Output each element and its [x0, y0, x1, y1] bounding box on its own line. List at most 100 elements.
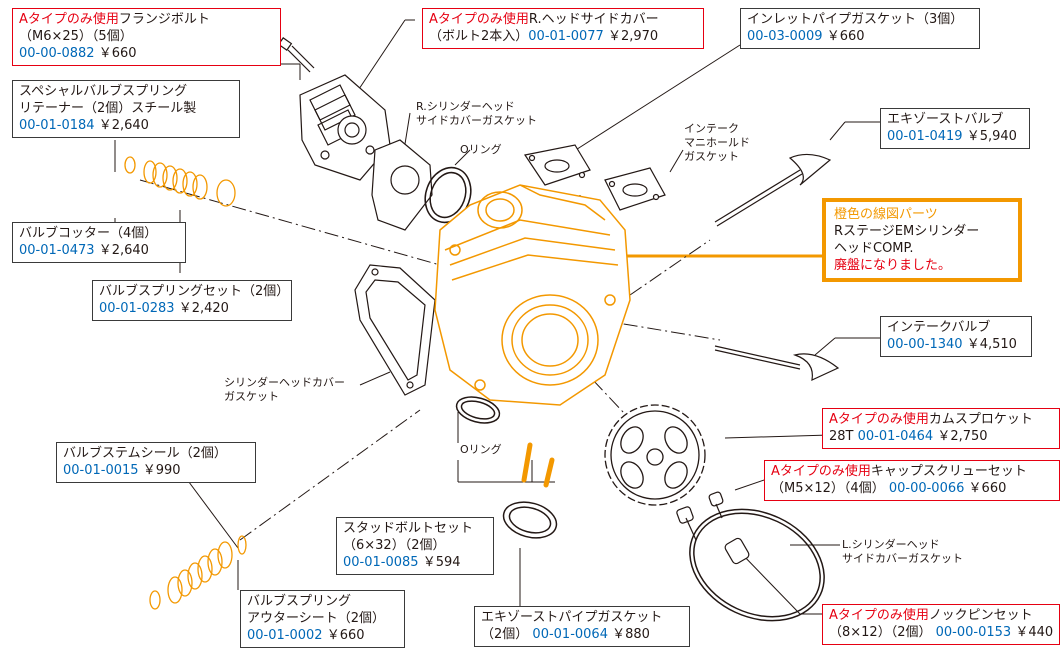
callout-outer-seat: バルブスプリング アウターシート（2個） 00-01-0002 ￥660	[240, 590, 405, 648]
part-name: キャップスクリューセット	[870, 464, 1027, 479]
r-side-cover	[299, 74, 391, 181]
o-ring-bottom	[455, 396, 501, 424]
l-side-cover-gasket	[689, 508, 825, 622]
part-price: ￥2,640	[98, 243, 149, 258]
part-spec: （M5×12）（4個）	[771, 481, 885, 496]
label-line: マニホールド	[684, 136, 750, 149]
a-type-tag: Aタイプのみ使用	[829, 412, 929, 427]
label-l-gasket: L.シリンダーヘッド サイドカバーガスケット	[842, 538, 963, 566]
label-line: Oリング	[460, 443, 502, 456]
knock-pin	[724, 537, 750, 565]
intake-valve	[714, 345, 840, 382]
callout-stud-bolt: スタッドボルトセット （6×32）（2個） 00-01-0085 ￥594	[336, 517, 494, 575]
a-type-tag: Aタイプのみ使用	[829, 608, 929, 623]
callout-cap-screw: Aタイプのみ使用キャップスクリューセット （M5×12）（4個） 00-00-0…	[764, 460, 1060, 501]
label-line: シリンダーヘッドカバー	[224, 376, 345, 389]
label-line: Oリング	[460, 143, 502, 156]
part-code: 00-00-0153	[935, 625, 1012, 640]
label-line: ガスケット	[684, 150, 739, 163]
cam-sprocket	[604, 404, 706, 506]
part-price: ￥5,940	[966, 129, 1017, 144]
label-line: L.シリンダーヘッド	[842, 538, 940, 551]
part-code: 00-01-0077	[528, 29, 604, 44]
part-name: スペシャルバルブスプリング	[19, 84, 188, 99]
part-price: ￥2,970	[607, 29, 659, 44]
part-price: ￥660	[326, 628, 365, 643]
callout-spring-set: バルブスプリングセット（2個） 00-01-0283 ￥2,420	[92, 280, 292, 321]
exhaust-valve	[714, 153, 832, 227]
part-name: インテークバルブ	[887, 320, 991, 335]
part-price: ￥2,640	[98, 118, 149, 133]
label-head-cover-gasket: シリンダーヘッドカバー ガスケット	[224, 376, 345, 404]
label-o-ring-bottom: Oリング	[460, 443, 502, 457]
note-line-2: ヘッドCOMP.	[834, 241, 914, 256]
part-price: ￥4,510	[966, 337, 1017, 352]
discontinued-head-note: 橙色の線図パーツ RステージEMシリンダー ヘッドCOMP. 廃盤になりました。	[822, 198, 1022, 282]
a-type-tag: Aタイプのみ使用	[19, 12, 119, 27]
part-name: インレットパイプガスケット（3個）	[747, 12, 964, 27]
part-name-2: アウターシート（2個）	[247, 611, 386, 626]
a-type-tag: Aタイプのみ使用	[429, 12, 529, 27]
part-code: 00-01-0464	[857, 429, 934, 444]
part-name: バルブスプリングセット（2個）	[99, 284, 290, 299]
note-status: 廃盤になりました。	[834, 258, 952, 273]
o-ring-top	[424, 166, 472, 224]
part-code: 00-00-0066	[888, 481, 965, 496]
callout-inlet-gasket: インレットパイプガスケット（3個） 00-03-0009 ￥660	[740, 8, 980, 49]
callout-r-side-cover: Aタイプのみ使用R.ヘッドサイドカバー （ボルト2本入）00-01-0077 ￥…	[422, 8, 704, 49]
callout-cotter: バルブコッター（4個） 00-01-0473 ￥2,640	[12, 222, 186, 263]
callout-stem-seal: バルブステムシール（2個） 00-01-0015 ￥990	[56, 442, 256, 483]
part-code: 00-01-0085	[343, 555, 419, 570]
inlet-pipe-gasket	[524, 144, 591, 186]
callout-exhaust-gasket: エキゾーストパイプガスケット （2個） 00-01-0064 ￥880	[474, 606, 690, 647]
part-price: ￥660	[826, 29, 865, 44]
part-name: エキゾーストパイプガスケット	[481, 610, 663, 625]
part-price: ￥2,420	[178, 301, 229, 316]
part-name-2: リテーナー（2個）スチール製	[19, 101, 197, 116]
a-type-tag: Aタイプのみ使用	[771, 464, 871, 479]
part-spec: 28T	[829, 429, 854, 444]
part-code: 00-00-0882	[19, 46, 95, 61]
callout-retainer: スペシャルバルブスプリング リテーナー（2個）スチール製 00-01-0184 …	[12, 80, 240, 138]
label-line: サイドカバーガスケット	[416, 114, 537, 127]
part-name: バルブコッター（4個）	[19, 226, 158, 241]
note-title: 橙色の線図パーツ	[834, 207, 938, 222]
part-code: 00-01-0419	[887, 129, 963, 144]
part-spec: （2個）	[481, 627, 529, 642]
label-line: ガスケット	[224, 390, 279, 403]
part-code: 00-01-0015	[63, 463, 139, 478]
callout-flange-bolt: Aタイプのみ使用フランジボルト （M6×25）（5個） 00-00-0882 ￥…	[12, 8, 281, 66]
part-spec: （ボルト2本入）	[429, 29, 529, 44]
valve-spring-upper	[124, 156, 236, 207]
head-cover-gasket	[354, 264, 436, 396]
label-line: R.シリンダーヘッド	[416, 100, 515, 113]
part-name: カムスプロケット	[928, 412, 1033, 427]
cylinder-head	[434, 184, 631, 406]
callout-intake-valve: インテークバルブ 00-00-1340 ￥4,510	[880, 316, 1032, 357]
stud-bolts	[521, 442, 555, 488]
part-code: 00-01-0064	[532, 627, 608, 642]
part-name: バルブスプリング	[247, 594, 352, 609]
part-code: 00-01-0473	[19, 243, 95, 258]
part-code: 00-01-0184	[19, 118, 95, 133]
part-code: 00-00-1340	[887, 337, 963, 352]
label-line: サイドカバーガスケット	[842, 552, 963, 565]
part-spec: （M6×25）（5個）	[19, 29, 133, 44]
part-price: ￥880	[612, 627, 650, 642]
part-spec: （8×12）（2個）	[829, 625, 932, 640]
part-price: ￥2,750	[937, 429, 988, 444]
label-o-ring-top: Oリング	[460, 143, 502, 157]
callout-exhaust-valve: エキゾーストバルブ 00-01-0419 ￥5,940	[880, 108, 1030, 149]
part-code: 00-01-0002	[247, 628, 323, 643]
part-name: バルブステムシール（2個）	[63, 446, 227, 461]
part-code: 00-03-0009	[747, 29, 823, 44]
intake-manifold-gasket	[604, 167, 666, 211]
flange-bolt	[277, 37, 315, 73]
part-price: ￥660	[968, 481, 1007, 496]
part-spec: （6×32）（2個）	[343, 538, 446, 553]
exhaust-pipe-gasket	[502, 501, 558, 539]
label-line: インテーク	[684, 122, 739, 135]
part-code: 00-01-0283	[99, 301, 175, 316]
callout-cam-sprocket: Aタイプのみ使用カムスプロケット 28T 00-01-0464 ￥2,750	[822, 408, 1060, 449]
